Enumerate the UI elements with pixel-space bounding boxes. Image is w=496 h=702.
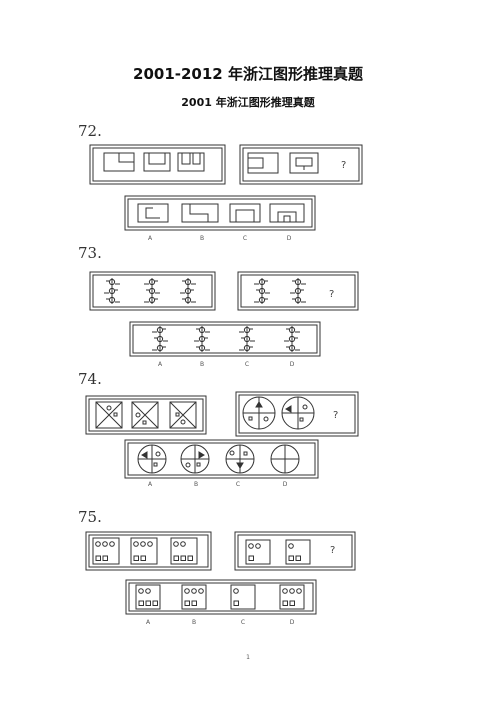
q73-figure-2 <box>144 278 160 304</box>
q74-sequence-1-inner-frame <box>88 398 204 432</box>
q75-label-a: A <box>146 619 151 626</box>
q74-figure-3 <box>169 401 197 429</box>
q75-figure-3 <box>170 537 198 565</box>
q72-sequence-2-inner-frame <box>242 147 360 182</box>
q75-label-c: C <box>241 619 245 626</box>
question-73-number: 73. <box>78 244 102 262</box>
q73-sequence-1-inner-frame <box>92 274 213 308</box>
q74-options-inner-frame <box>127 442 316 476</box>
q73-option-d <box>284 326 300 352</box>
q75-option-b <box>181 584 207 610</box>
q73-sequence-2-frame <box>237 271 359 311</box>
q72-option-d <box>269 203 305 223</box>
question-72-figures: ? <box>89 144 363 231</box>
question-74-figures: ? <box>85 391 359 479</box>
q73-label-d: D <box>290 361 295 368</box>
q73-figure-4 <box>254 278 270 304</box>
q75-sequence-1-frame <box>85 531 212 571</box>
q74-figure-4 <box>242 396 276 430</box>
q72-label-b: B <box>200 235 204 242</box>
q73-figure-3 <box>180 278 196 304</box>
q73-sequence-2-inner-frame <box>240 274 356 308</box>
q72-label-d: D <box>287 235 292 242</box>
question-72-number: 72. <box>78 122 102 140</box>
q75-options-inner-frame <box>128 582 314 612</box>
q73-label-c: C <box>245 361 249 368</box>
q75-option-c <box>230 584 256 610</box>
q74-option-d <box>270 444 300 474</box>
q72-option-c <box>229 203 261 223</box>
q74-sequence-1-frame <box>85 395 207 435</box>
q72-label-c: C <box>243 235 247 242</box>
q74-option-a <box>137 444 167 474</box>
q74-sequence-2-frame <box>235 391 359 437</box>
page-subtitle: 2001 年浙江图形推理真题 <box>181 96 315 109</box>
question-74-number: 74. <box>78 370 102 388</box>
q73-label-a: A <box>158 361 163 368</box>
q73-options-frame <box>129 321 321 357</box>
q72-figure-5 <box>289 152 319 174</box>
q75-figure-2 <box>130 537 158 565</box>
q72-sequence-1-inner-frame <box>92 147 223 182</box>
q73-label-b: B <box>200 361 204 368</box>
q74-label-b: B <box>194 481 198 488</box>
q72-figure-3 <box>177 152 205 172</box>
q75-figure-5 <box>285 539 311 565</box>
q73-options-inner-frame <box>132 324 318 354</box>
q74-label-a: A <box>148 481 153 488</box>
q73-sequence-1-frame <box>89 271 216 311</box>
q72-sequence-1-frame <box>89 144 226 185</box>
q72-figure-1 <box>103 152 135 172</box>
q75-options-frame <box>125 579 317 615</box>
q75-sequence-1-inner-frame <box>88 534 209 568</box>
q75-label-d: D <box>290 619 295 626</box>
q75-sequence-2-frame <box>234 531 356 571</box>
q75-question-mark: ? <box>330 545 335 556</box>
q75-box-figures <box>92 537 311 610</box>
q74-option-b <box>180 444 210 474</box>
q74-sequence-2-inner-frame <box>238 394 356 434</box>
q74-figure-2 <box>131 401 159 429</box>
q75-option-d <box>279 584 305 610</box>
q73-figure-1 <box>104 278 120 304</box>
q72-figure-2 <box>143 152 171 172</box>
q74-figure-1 <box>95 401 123 429</box>
q74-label-d: D <box>283 481 288 488</box>
q72-question-mark: ? <box>341 160 346 171</box>
q72-option-b <box>181 203 219 223</box>
question-73-figures: ? <box>89 271 359 357</box>
question-75-number: 75. <box>78 508 102 526</box>
q73-question-mark: ? <box>329 289 334 300</box>
q75-figure-1 <box>92 537 120 565</box>
q75-figure-4 <box>245 539 271 565</box>
q73-option-c <box>239 326 255 352</box>
q72-sequence-2-frame <box>239 144 363 185</box>
q75-option-a <box>135 584 161 610</box>
q74-option-c <box>225 444 255 474</box>
q73-figure-5 <box>290 278 306 304</box>
q75-label-b: B <box>192 619 196 626</box>
q74-options-frame <box>124 439 319 479</box>
q72-option-a <box>137 203 169 223</box>
q74-figure-5 <box>281 396 315 430</box>
q72-figure-4 <box>247 152 279 174</box>
q74-question-mark: ? <box>333 410 338 421</box>
q72-label-a: A <box>148 235 153 242</box>
page-title: 2001-2012 年浙江图形推理真题 <box>133 65 363 83</box>
q74-label-c: C <box>236 481 240 488</box>
q73-option-a <box>152 326 168 352</box>
q73-stem-figures <box>104 278 306 352</box>
q75-sequence-2-inner-frame <box>237 534 353 568</box>
q72-options-inner-frame <box>127 198 313 228</box>
q72-options-frame <box>124 195 316 231</box>
page-number: 1 <box>246 654 250 661</box>
q73-option-b <box>194 326 210 352</box>
question-75-figures: ? <box>85 531 356 615</box>
